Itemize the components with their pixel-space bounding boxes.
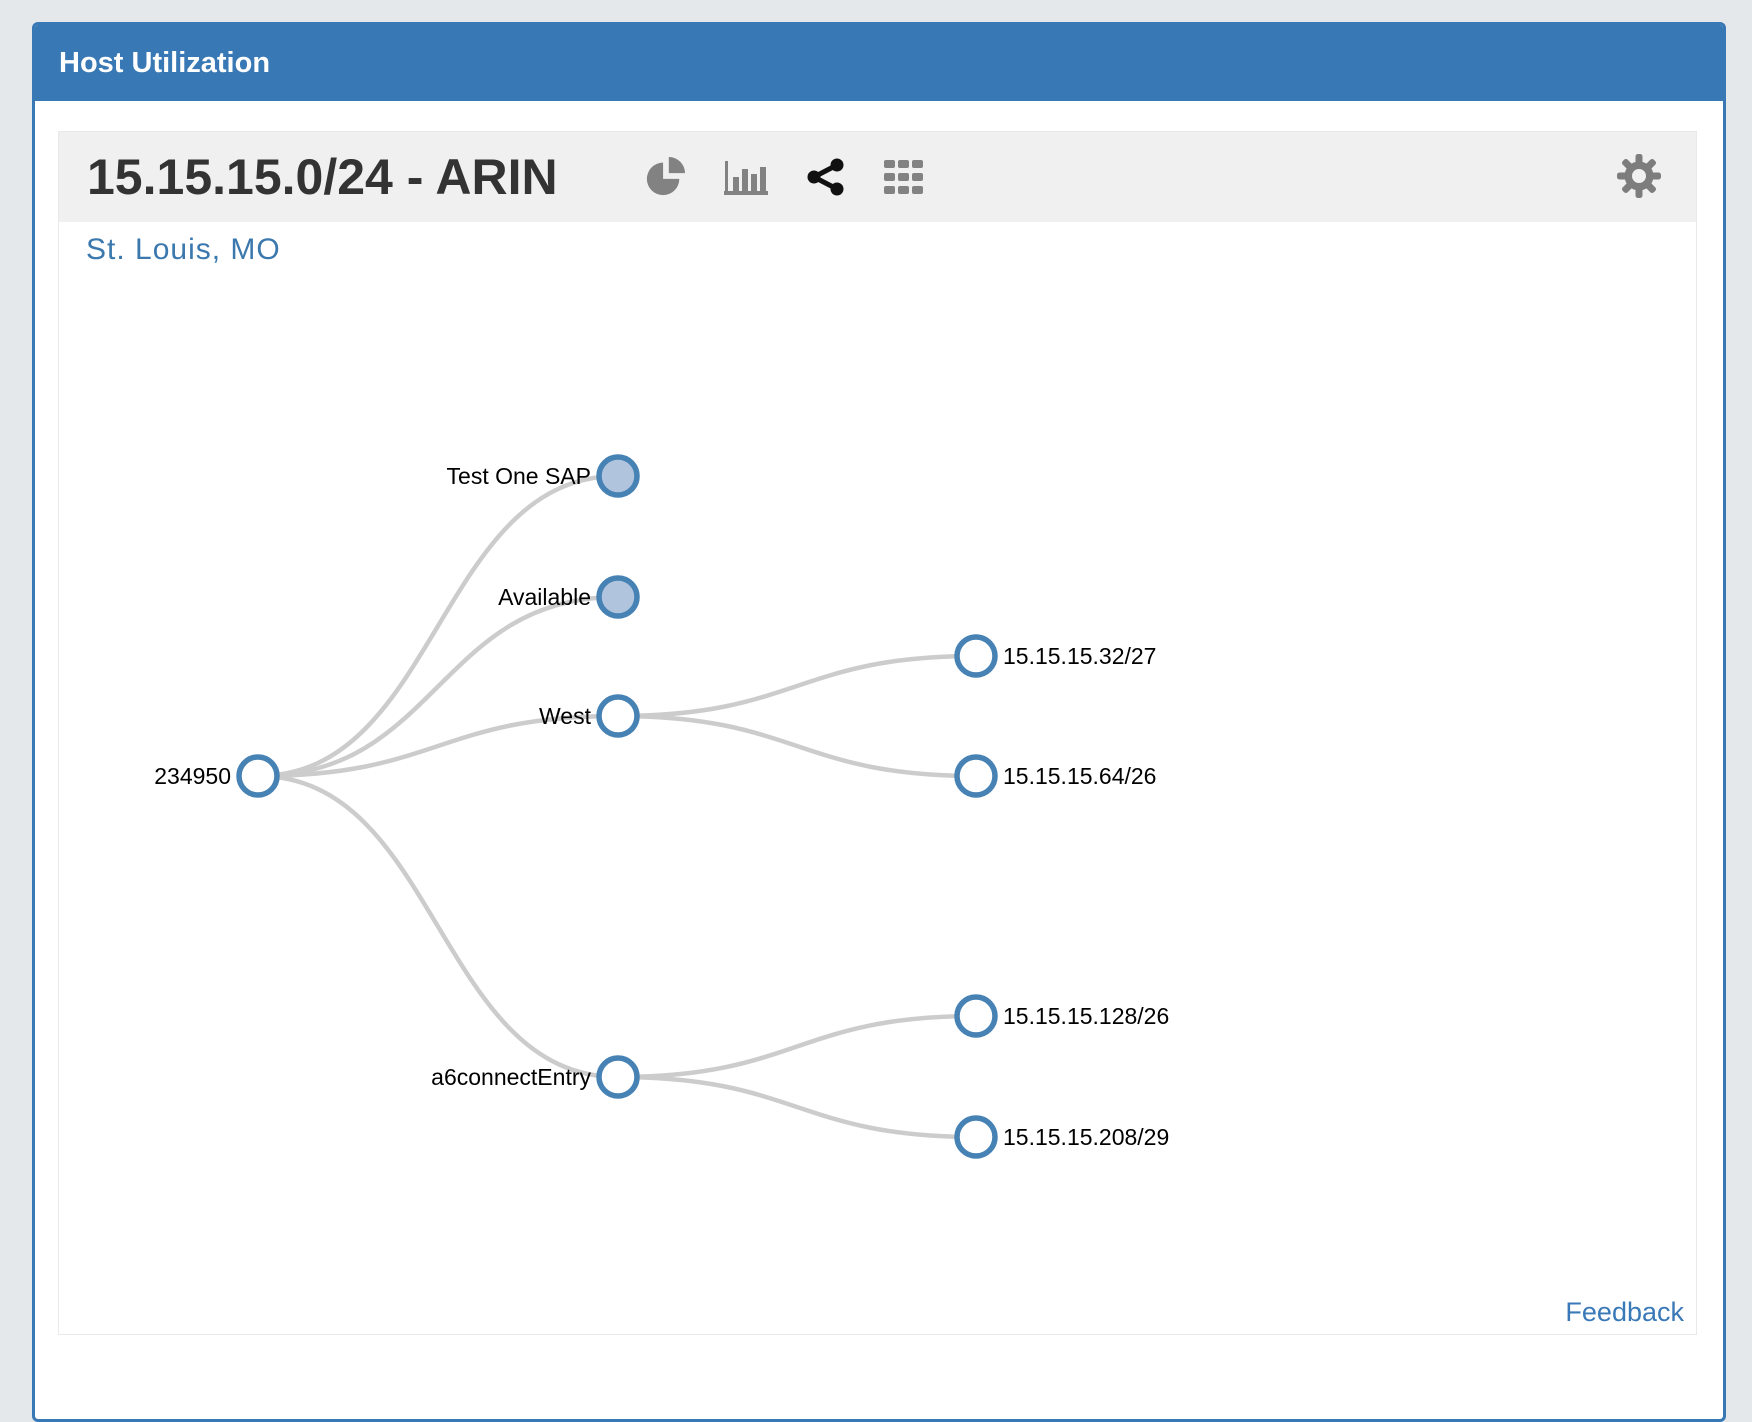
panel-title: Host Utilization — [35, 25, 1723, 101]
tree-node-label-n128[interactable]: 15.15.15.128/26 — [1003, 1003, 1169, 1029]
widget-body: St. Louis, MO 234950 Test One SAP Availabl… — [59, 222, 1696, 1336]
subnet-title: 15.15.15.0/24 - ARIN — [87, 149, 558, 205]
tree-node-label-n64[interactable]: 15.15.15.64/26 — [1003, 763, 1156, 789]
subnet-widget: 15.15.15.0/24 - ARIN — [58, 131, 1697, 1335]
feedback-link[interactable]: Feedback — [1565, 1297, 1684, 1327]
widget-header: 15.15.15.0/24 - ARIN — [59, 132, 1696, 222]
tree-node-n64[interactable] — [954, 754, 998, 798]
location-link[interactable]: St. Louis, MO — [86, 233, 281, 266]
tree-link — [257, 773, 619, 1080]
tree-link — [617, 713, 977, 779]
tree-node-west[interactable] — [596, 694, 640, 738]
pie-chart-icon[interactable] — [644, 156, 686, 198]
tree-node-label-n208[interactable]: 15.15.15.208/29 — [1003, 1124, 1169, 1150]
bar-chart-icon[interactable] — [723, 157, 768, 197]
view-toolbar — [644, 156, 924, 198]
tree-node-n128[interactable] — [954, 994, 998, 1038]
share-icon[interactable] — [806, 157, 846, 197]
grid-icon[interactable] — [883, 160, 924, 194]
tree-node-label-n32[interactable]: 15.15.15.32/27 — [1003, 643, 1156, 669]
panel-body: 15.15.15.0/24 - ARIN — [35, 101, 1723, 1335]
tree-node-root[interactable] — [236, 754, 280, 798]
tree-node-label-a6connect[interactable]: a6connectEntry — [431, 1064, 591, 1090]
tree-link — [617, 653, 977, 719]
tree-link — [257, 594, 619, 779]
tree-link — [617, 1013, 977, 1080]
tree-link — [617, 1074, 977, 1140]
tree-node-label-west[interactable]: West — [539, 703, 592, 729]
tree-node-label-testonesap[interactable]: Test One SAP — [447, 463, 591, 489]
location-row: St. Louis, MO — [59, 222, 1696, 267]
tree-node-label-root[interactable]: 234950 — [154, 763, 231, 789]
tree-node-testonesap[interactable] — [596, 454, 640, 498]
tree-link — [257, 713, 619, 779]
share-glyph — [807, 158, 844, 196]
gear-glyph — [1617, 153, 1661, 198]
pie-chart-glyph — [646, 156, 685, 196]
tree-node-available[interactable] — [596, 575, 640, 619]
host-utilization-panel: Host Utilization 15.15.15.0/24 - ARIN — [32, 22, 1726, 1422]
grid-glyph — [883, 160, 923, 194]
tree-node-label-available[interactable]: Available — [498, 584, 591, 610]
gear-icon[interactable] — [1616, 153, 1662, 202]
tree-node-n32[interactable] — [954, 634, 998, 678]
tree-link — [257, 473, 619, 779]
tree-node-a6connect[interactable] — [596, 1055, 640, 1099]
bar-chart-glyph — [723, 161, 768, 195]
tree-node-n208[interactable] — [954, 1115, 998, 1159]
